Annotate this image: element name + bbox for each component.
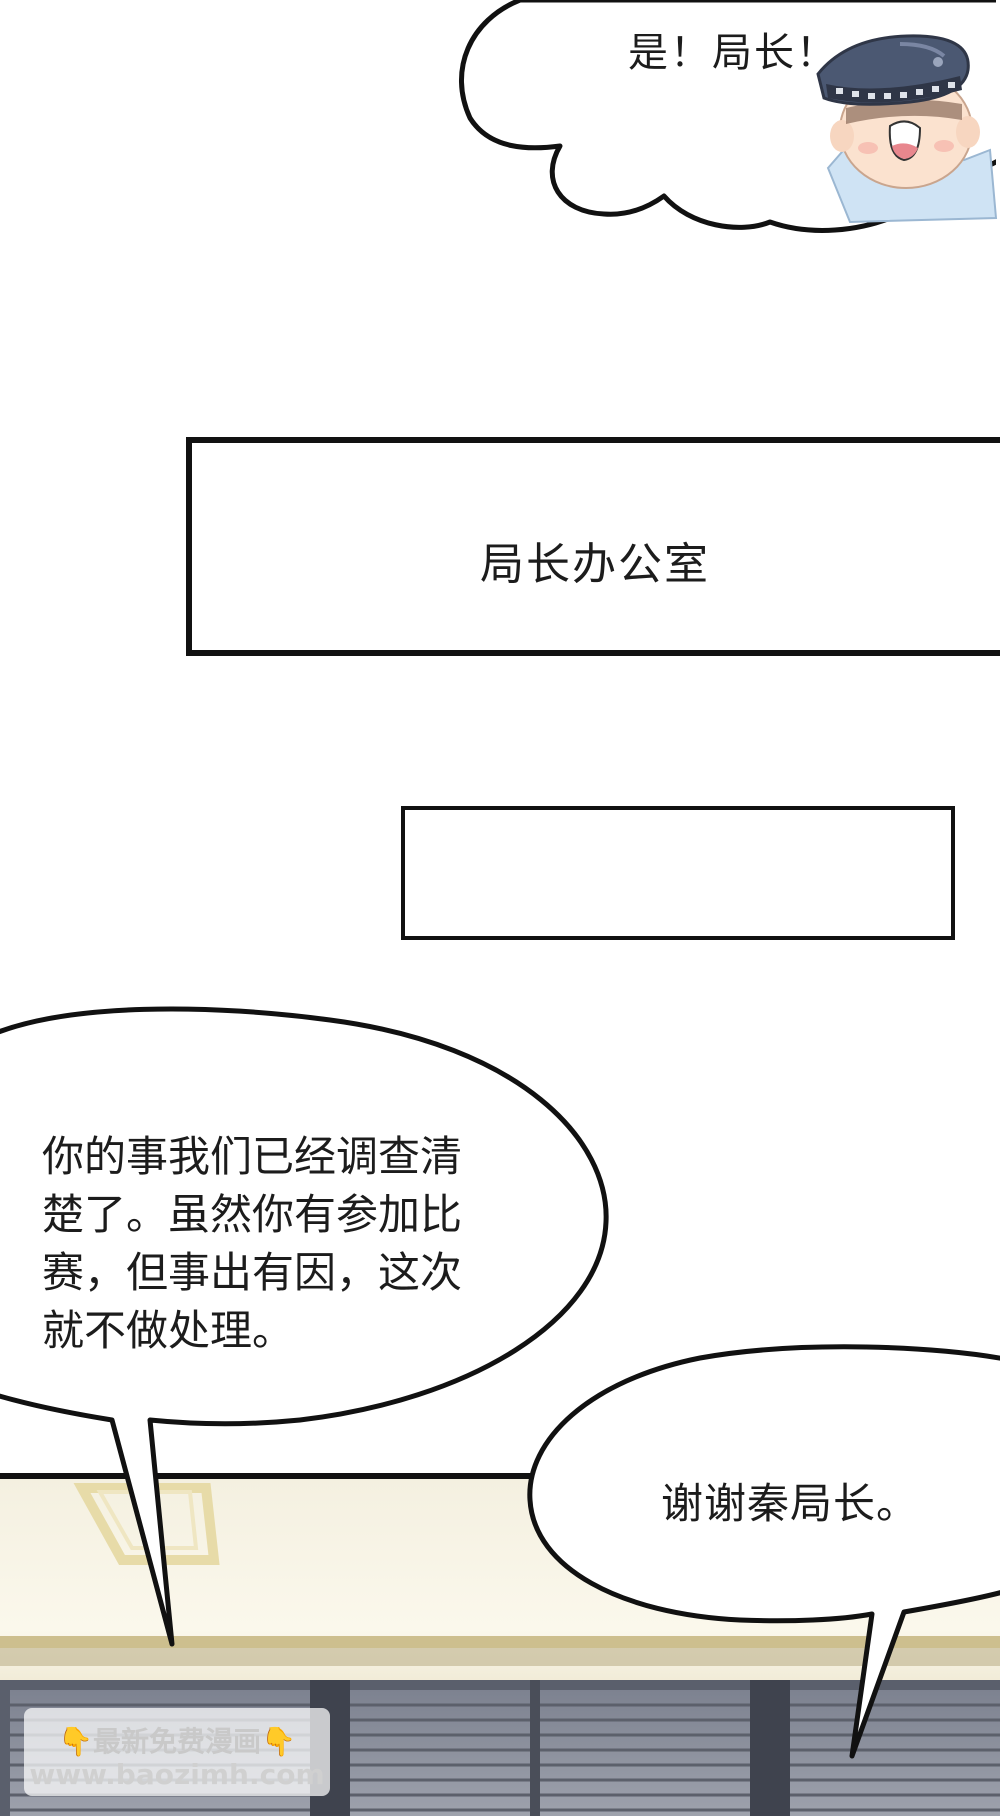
- right-speech-bubble: [527, 1344, 1000, 1759]
- left-speech-bubble: [0, 1006, 609, 1647]
- caption-frame: [186, 437, 1000, 656]
- speech-line: 就不做处理。: [42, 1306, 295, 1355]
- watermark-url[interactable]: www.baozimh.com: [29, 1758, 325, 1791]
- location-caption: 局长办公室: [480, 539, 710, 590]
- watermark-label: 最新免费漫画: [92, 1725, 261, 1758]
- empty-panel-frame: [401, 806, 955, 940]
- watermark-title: 👇最新免费漫画👇: [24, 1720, 330, 1760]
- police-officer-illustration: [816, 34, 998, 224]
- speech-line: 楚了。虽然你有参加比: [42, 1190, 463, 1239]
- pointing-down-hand-icon: 👇: [58, 1725, 93, 1758]
- speech-line: 赛，但事出有因，这次: [42, 1248, 463, 1297]
- director-speech-text: 你的事我们已经调查清 楚了。虽然你有参加比 赛，但事出有因，这次 就不做处理。: [42, 1128, 542, 1360]
- reply-speech-text: 谢谢秦局长。: [660, 1479, 919, 1528]
- pointing-down-hand-icon: 👇: [261, 1725, 296, 1758]
- site-watermark[interactable]: 👇最新免费漫画👇 www.baozimh.com: [24, 1708, 330, 1796]
- speech-line: 你的事我们已经调查清: [42, 1132, 463, 1181]
- officer-speech-text: 是！局长！: [628, 30, 838, 76]
